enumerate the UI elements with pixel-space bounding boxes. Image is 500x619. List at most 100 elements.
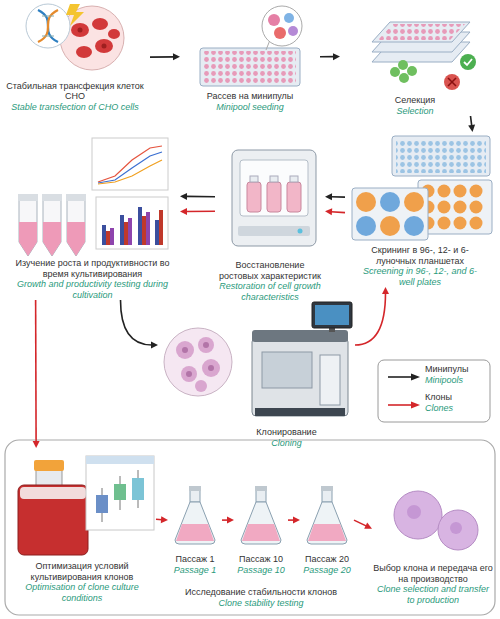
cho-cell	[95, 39, 113, 53]
step-node: Рассев на минипулыMinipool seeding	[180, 20, 320, 112]
legend-frame	[378, 360, 490, 422]
tube-cap	[18, 194, 38, 201]
cell	[288, 26, 298, 36]
cell-nucleus	[186, 371, 192, 377]
passage-flasks	[175, 486, 347, 544]
arrow-head	[180, 208, 187, 215]
legend-box	[378, 360, 490, 422]
box-plot-header	[86, 456, 154, 464]
well	[404, 192, 424, 212]
flow-arrow	[222, 519, 228, 521]
flow-arrow	[331, 211, 345, 214]
plate-illustration	[200, 6, 302, 86]
flask-cap	[189, 486, 201, 491]
caption-ru: Исследование стабильности клонов	[164, 587, 358, 598]
monitor	[312, 302, 352, 328]
bar	[124, 222, 128, 245]
caption-en: Clone selection and transfer to producti…	[372, 584, 494, 605]
step-caption: Стабильная трансфекция клеток CHOStable …	[0, 81, 150, 113]
caption-ru: Пассаж 1	[168, 554, 222, 565]
monitor-screen	[315, 305, 349, 325]
bar-chart	[96, 197, 168, 249]
flow-arrow	[150, 56, 174, 58]
flask-medium	[176, 524, 214, 541]
caption-ru: Изучение роста и продуктивности во время…	[5, 258, 180, 279]
step-caption: Пассаж 10Passage 10	[234, 554, 288, 575]
bar	[142, 216, 146, 245]
arrow-head	[161, 516, 168, 523]
bar	[120, 215, 124, 245]
arrow-head	[325, 193, 332, 200]
clone-cell	[438, 510, 478, 550]
step-node: Оптимизация условий культивирования клон…	[8, 448, 156, 603]
legend-text: Минипулы	[425, 364, 468, 375]
arrow-head	[33, 441, 40, 448]
rejected-cell	[444, 74, 460, 90]
reject-mark	[448, 78, 456, 86]
caption-ru: Скрининг в 96-, 12- и 6-луночных планшет…	[360, 245, 480, 266]
optimisation-illustration	[18, 456, 154, 555]
cell	[274, 27, 286, 39]
erlenmeyer-flask	[175, 502, 215, 544]
caption-ru: Селекция	[340, 95, 490, 106]
step-node: Пассаж 10Passage 10	[234, 485, 288, 575]
step-node: Скрининг в 96-, 12- и 6-луночных планшет…	[345, 132, 495, 287]
incubator-body	[232, 150, 316, 246]
step-caption: Выбор клона и передача его на производст…	[372, 563, 494, 605]
plate-96	[392, 136, 490, 176]
box-plot	[86, 456, 154, 530]
flask-neck	[190, 490, 200, 502]
erlenmeyer-flask	[241, 502, 281, 544]
step-node: Стабильная трансфекция клеток CHOStable …	[0, 0, 150, 112]
flow-arrow	[354, 520, 367, 526]
flow-arrow	[35, 300, 37, 442]
cell	[268, 14, 280, 26]
well	[438, 185, 451, 198]
step-caption: СелекцияSelection	[340, 95, 490, 116]
step-node: Пассаж 20Passage 20	[300, 485, 354, 575]
cell-nucleus	[203, 342, 209, 348]
plate-stack	[372, 22, 470, 42]
legend-text: Клоны	[425, 392, 452, 403]
flow-arrow	[156, 518, 162, 520]
cho-cell	[71, 23, 89, 37]
check-badge	[460, 54, 476, 70]
clone-illustration	[394, 491, 478, 550]
dna-rung	[42, 16, 54, 17]
well	[470, 217, 483, 230]
plate-wells	[396, 139, 486, 173]
machine-panel	[320, 355, 340, 405]
bar	[110, 228, 114, 245]
erlenmeyer-flask	[307, 502, 347, 544]
selected-cell	[399, 73, 409, 83]
flow-arrow	[471, 116, 472, 126]
well	[380, 192, 400, 212]
transfection-bolt	[66, 4, 84, 26]
dna-rung	[42, 36, 54, 37]
caption-en: Passage 10	[234, 565, 288, 576]
caption-en: Screening in 96-, 12-, and 6-well plates	[360, 266, 480, 287]
well	[454, 217, 467, 230]
arrow-head	[293, 517, 300, 524]
flow-arrow	[320, 56, 334, 58]
well	[404, 216, 424, 236]
arrow-head	[364, 523, 372, 529]
well	[470, 201, 483, 214]
well	[380, 216, 400, 236]
incubator-window	[240, 160, 308, 216]
tube-medium	[43, 222, 61, 256]
tube-medium	[67, 222, 85, 256]
well	[470, 185, 483, 198]
flow-arrow	[186, 196, 215, 198]
dna-strand	[38, 10, 58, 42]
arrow-head	[227, 517, 234, 524]
plate-12	[418, 180, 492, 234]
bar	[102, 225, 106, 245]
arrow-head	[333, 53, 340, 60]
cho-cell	[92, 18, 108, 30]
step-caption: Пассаж 1Passage 1	[168, 554, 222, 575]
growth-curve	[98, 152, 162, 183]
step-node: КлонированиеCloning	[158, 305, 355, 448]
dna-circle	[26, 4, 70, 48]
